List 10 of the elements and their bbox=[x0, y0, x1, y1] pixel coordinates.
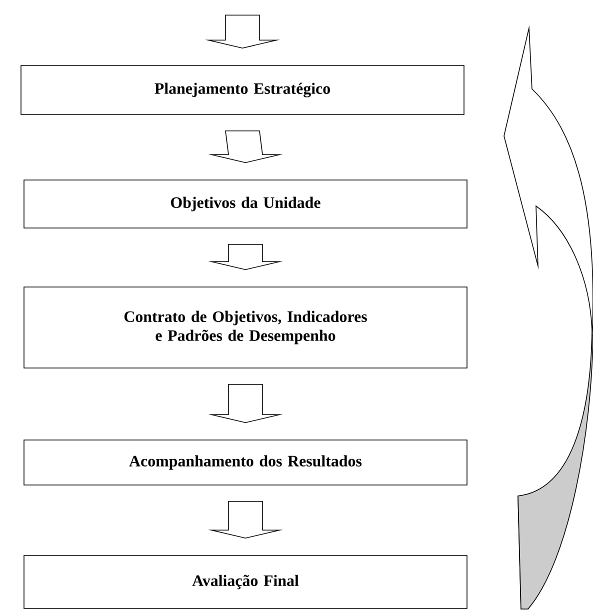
process-box: Acompanhamento dos Resultados bbox=[24, 440, 468, 486]
process-box: Planejamento Estratégico bbox=[20, 65, 464, 115]
block-arrow bbox=[208, 130, 283, 164]
process-box: Objetivos da Unidade bbox=[24, 180, 468, 228]
block-arrow bbox=[208, 244, 283, 270]
process-box: Avaliação Final bbox=[24, 555, 468, 609]
process-box: Contrato de Objetivos, Indicadores e Padrões de Desempenho bbox=[24, 286, 468, 368]
block-arrow bbox=[205, 14, 280, 49]
block-arrow bbox=[208, 501, 283, 539]
block-arrow bbox=[208, 384, 283, 424]
